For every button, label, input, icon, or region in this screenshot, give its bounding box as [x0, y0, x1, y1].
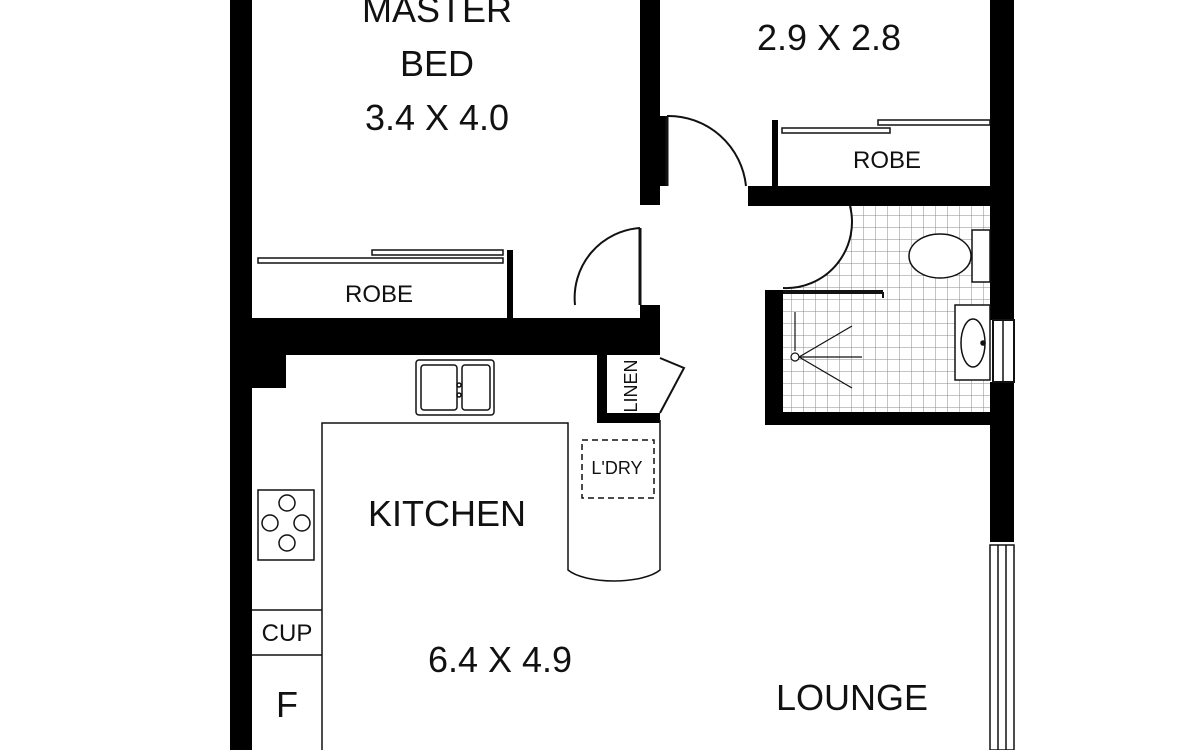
- bed2-door: [666, 114, 747, 187]
- basin-icon: [954, 304, 991, 381]
- master-bed-wall-stub: [640, 305, 660, 355]
- kitchen-fittings: [252, 359, 661, 750]
- kitchen-wall-notch: [252, 355, 286, 388]
- bed2-robe: [781, 119, 991, 134]
- master-bed-size: 3.4 X 4.0: [365, 97, 509, 138]
- bed2-size: 2.9 X 2.8: [757, 17, 901, 58]
- right-outer-wall-lower: [990, 382, 1014, 542]
- kitchen-size: 6.4 X 4.9: [428, 639, 572, 680]
- doors: [573, 114, 747, 414]
- master-robe-divider: [507, 250, 513, 320]
- sink-icon: [415, 359, 495, 416]
- master-robe-label: ROBE: [345, 281, 413, 308]
- right-outer-wall-upper: [990, 0, 1014, 320]
- linen-door: [659, 357, 686, 414]
- bathroom-door-swing: [782, 205, 853, 290]
- laundry-label: L'DRY: [591, 458, 642, 478]
- laundry-outline: [581, 439, 655, 499]
- linen-label: LINEN: [621, 359, 641, 412]
- fridge-label: F: [276, 684, 298, 725]
- linen-cupboard-wall: [597, 355, 607, 423]
- bathroom-bottom-wall: [765, 412, 1005, 425]
- kitchen-label: KITCHEN: [368, 493, 526, 534]
- toilet-icon: [908, 229, 991, 283]
- master-bed-right-wall-upper: [640, 0, 660, 205]
- master-robe: [257, 249, 504, 264]
- master-bed-label-line2: BED: [400, 43, 474, 84]
- lounge-label: LOUNGE: [776, 677, 928, 718]
- bathroom-door-clear: [783, 206, 852, 289]
- shower-icon: [790, 312, 862, 389]
- linen-cupboard-bottom: [597, 413, 660, 423]
- shower-screen: [783, 290, 883, 294]
- bed2-bottom-wall-left: [748, 186, 990, 206]
- bathroom: [782, 205, 1015, 412]
- bed2-left-wall: [657, 116, 667, 186]
- bathroom-left-stub: [765, 290, 785, 298]
- master-bed-door: [573, 227, 641, 306]
- walls: [230, 0, 1014, 750]
- cupboard-label: CUP: [262, 620, 313, 647]
- bathroom-left-wall: [765, 292, 783, 425]
- kitchen-bench: [321, 420, 661, 750]
- lounge-window: [989, 544, 1015, 750]
- master-bed-bottom-wall: [230, 318, 660, 355]
- left-outer-wall: [230, 0, 252, 750]
- cooktop-icon: [257, 489, 315, 561]
- robe-bed2-left-edge: [772, 120, 778, 186]
- bed2-robe-label: ROBE: [853, 147, 921, 174]
- master-bed-label-line1: MASTER: [362, 0, 512, 30]
